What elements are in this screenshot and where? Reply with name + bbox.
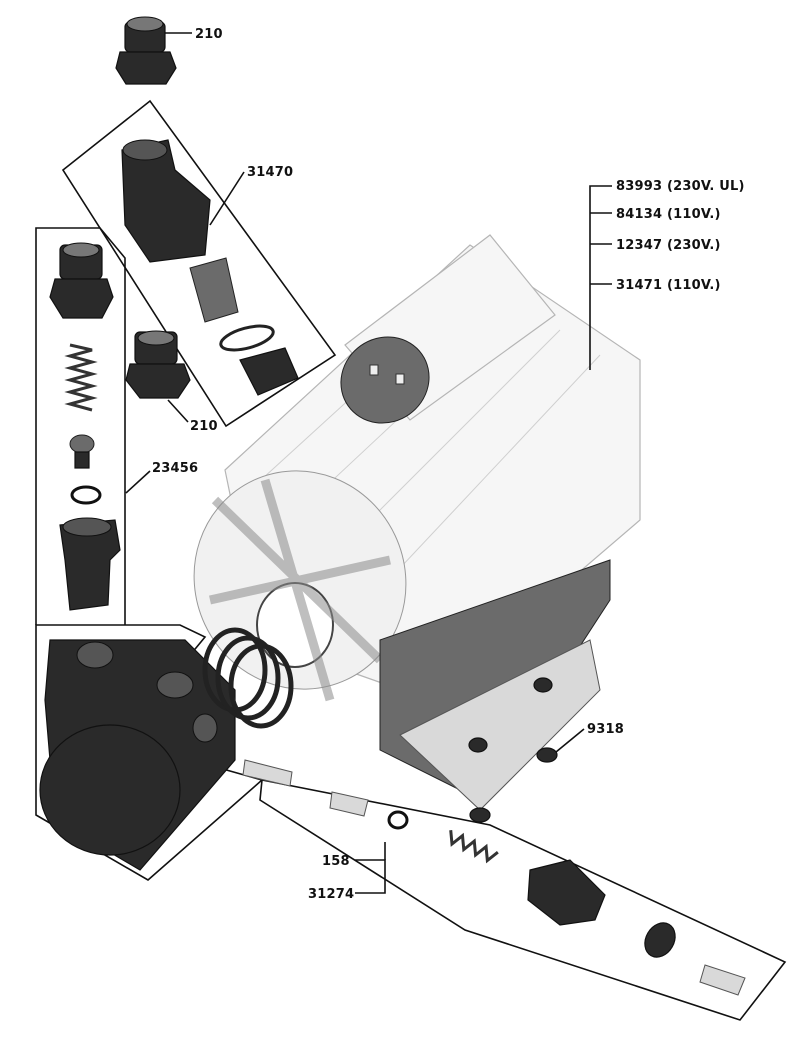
leader-9318: [555, 728, 585, 753]
capacitor-end-cap: [340, 336, 430, 424]
base-stud: [468, 737, 488, 753]
bypass-housing: [527, 859, 606, 926]
label-83993: 83993 (230V. UL): [616, 179, 745, 194]
bypass-spring: [449, 830, 499, 864]
elbow-sleeve: [189, 257, 239, 323]
label-9318: 9318: [587, 722, 624, 737]
pump-volute-cover: [39, 724, 181, 856]
motor-assembly: [193, 244, 641, 811]
elbow-nut: [239, 347, 299, 396]
leader-23456: [125, 470, 151, 494]
bypass-parts: [242, 747, 746, 996]
label-31471: 31471 (110V.): [616, 278, 721, 293]
label-84134: 84134 (110V.): [616, 207, 721, 222]
valve-body: [59, 517, 121, 611]
valve-poppet: [69, 434, 95, 469]
leader-31470: [209, 171, 245, 226]
label-210-top: 210: [195, 27, 223, 42]
capacitor: [340, 234, 556, 424]
base-nut: [469, 807, 491, 823]
valve-kit-contents: [49, 242, 121, 611]
valve-kit-box: [35, 227, 126, 625]
bypass-screw: [242, 759, 293, 787]
fitting-210-top: [115, 16, 177, 85]
valve-o-ring: [70, 485, 102, 505]
leader-210-middle: [167, 399, 189, 423]
pump-port: [76, 641, 114, 669]
leader-capacitor-bracket: [589, 185, 612, 370]
elbow-o-ring: [219, 324, 275, 352]
elbow-fitting: [121, 139, 211, 263]
label-12347: 12347 (230V.): [616, 238, 721, 253]
pump-port: [192, 713, 218, 743]
nut-9318: [536, 747, 558, 763]
bypass-o-ring-158: [387, 810, 409, 830]
valve-spring: [64, 343, 98, 412]
pump-head: [39, 627, 294, 871]
bypass-parts-box: [259, 779, 787, 1021]
elbow-kit-contents: [121, 139, 299, 396]
bypass-nut: [644, 922, 676, 958]
label-210-middle: 210: [190, 419, 218, 434]
bypass-adjuster: [699, 964, 746, 996]
label-23456: 23456: [152, 461, 198, 476]
label-31274: 31274: [308, 887, 354, 902]
leader-158-31274: [355, 859, 386, 894]
label-31470: 31470: [247, 165, 293, 180]
valve-fitting-upper: [49, 242, 114, 319]
bypass-sleeve: [329, 791, 369, 817]
fitting-210-middle: [125, 330, 191, 399]
pump-port: [156, 671, 194, 699]
base-stud: [533, 677, 553, 693]
pump-motor-coupling-thread: [202, 627, 294, 729]
label-158: 158: [322, 854, 350, 869]
